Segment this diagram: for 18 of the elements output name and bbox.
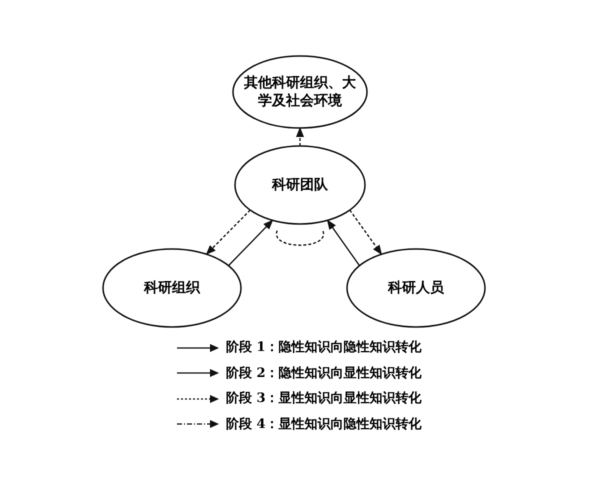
ellipse-node [346,248,486,328]
ellipse-node [102,248,242,328]
arrow [228,220,274,266]
arrow [206,210,251,255]
arrow [326,220,360,266]
legend-text: 阶段 1：隐性知识向隐性知识转化 [226,339,422,357]
arrow [349,210,382,256]
legend-text: 阶段 3：显性知识向显性知识转化 [226,390,422,408]
arrow [296,127,304,146]
ellipse-node [234,145,366,225]
legend-text: 阶段 2：隐性知识向显性知识转化 [226,364,422,382]
legend-text: 阶段 4：显性知识向隐性知识转化 [226,416,422,434]
node-label: 科研人员 [388,278,444,298]
ellipse-node [232,55,368,129]
node-label: 其他科研组织、大学及社会环境 [244,74,356,110]
node-label: 科研组织 [144,278,200,298]
loop-connector [276,230,324,246]
node-label: 科研团队 [272,176,328,194]
